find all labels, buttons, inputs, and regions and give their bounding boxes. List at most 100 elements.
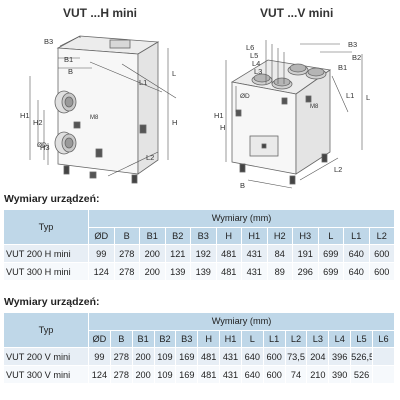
cell: 139 — [164, 262, 191, 281]
col-header: B1 — [131, 329, 155, 348]
col-header: B3 — [190, 226, 217, 245]
col-header: L1 — [343, 226, 370, 245]
col-header: B2 — [153, 329, 177, 348]
cell: 278 — [109, 347, 133, 366]
label-b2: B2 — [352, 53, 361, 62]
col-header: B1 — [139, 226, 166, 245]
cell: 99 — [88, 347, 111, 366]
col-header: L6 — [371, 329, 396, 348]
cell: 84 — [266, 244, 293, 263]
cell: 396 — [328, 347, 352, 366]
cell: 124 — [88, 365, 111, 384]
label-l1: L1 — [139, 78, 147, 87]
right-spigots — [251, 63, 327, 90]
typ-header: Typ — [3, 312, 89, 348]
cell: 204 — [306, 347, 330, 366]
label-h2: H2 — [33, 118, 43, 127]
cell: 278 — [113, 244, 140, 263]
label-m8: M8 — [310, 104, 319, 110]
cell: 526 — [350, 365, 373, 384]
dimensions-table-h: Typ Wymiary (mm) ØD B B1 B2 B3 H H1 H2 H… — [3, 209, 395, 281]
cell: 73,5 — [284, 347, 308, 366]
col-header: ØD — [88, 329, 111, 348]
cell: 640 — [240, 347, 264, 366]
left-unit-drawing — [29, 35, 177, 184]
cell: 699 — [317, 244, 344, 263]
cell: 296 — [292, 262, 319, 281]
cell: 192 — [190, 244, 217, 263]
dimensions-group-header: Wymiary (mm) — [88, 209, 395, 228]
col-header: L2 — [368, 226, 395, 245]
label-l3: L3 — [254, 67, 262, 76]
col-header: L2 — [284, 329, 308, 348]
label-l1: L1 — [346, 91, 354, 100]
col-header: B3 — [175, 329, 199, 348]
right-diagram-title: VUT ...V mini — [260, 6, 334, 20]
cell: 124 — [88, 262, 115, 281]
col-header: H — [215, 226, 242, 245]
cell: 431 — [241, 244, 268, 263]
model-name: VUT 200 V mini — [3, 347, 89, 366]
cell: 139 — [190, 262, 217, 281]
label-h: H — [220, 123, 225, 132]
label-l: L — [366, 93, 370, 102]
cell: 74 — [284, 365, 308, 384]
table-row: VUT 200 H mini 99 278 200 121 192 481 43… — [3, 244, 395, 263]
right-dimension-labels: L6 L5 L4 L3 B3 B2 B1 B L1 L L2 H1 H ØD M… — [214, 40, 370, 190]
col-header: B — [109, 329, 133, 348]
cell: 600 — [262, 365, 286, 384]
dimensions-group-header: Wymiary (mm) — [88, 312, 395, 331]
table-row: VUT 300 H mini 124 278 200 139 139 481 4… — [3, 262, 395, 281]
cell: 600 — [368, 262, 395, 281]
label-l2: L2 — [146, 153, 154, 162]
left-spigot-bottom — [54, 131, 77, 155]
cell: 191 — [292, 244, 319, 263]
label-b3: B3 — [348, 40, 357, 49]
left-spigot-top — [54, 90, 77, 114]
cell: 200 — [139, 262, 166, 281]
col-header: L — [317, 226, 344, 245]
cell: 600 — [368, 244, 395, 263]
cell: 481 — [197, 365, 221, 384]
cell: 121 — [164, 244, 191, 263]
col-header: B2 — [164, 226, 191, 245]
col-header: L — [240, 329, 264, 348]
label-h: H — [172, 118, 177, 127]
cell: 200 — [131, 347, 155, 366]
cell: 699 — [317, 262, 344, 281]
label-od: ØD — [37, 142, 47, 149]
dimensions-table-v: Typ Wymiary (mm) ØD B B1 B2 B3 H H1 L L1… — [3, 312, 396, 384]
cell: 109 — [153, 365, 177, 384]
label-od: ØD — [240, 93, 250, 100]
right-unit-drawing — [225, 40, 363, 189]
cell: 640 — [240, 365, 264, 384]
cell: 640 — [343, 262, 370, 281]
cell: 278 — [113, 262, 140, 281]
label-l4: L4 — [252, 59, 260, 68]
cell: 169 — [175, 365, 199, 384]
label-m8: M8 — [90, 115, 99, 121]
label-b: B — [68, 67, 73, 76]
model-name: VUT 300 V mini — [3, 365, 89, 384]
cell: 109 — [153, 347, 177, 366]
cell — [371, 365, 396, 384]
col-header: H1 — [241, 226, 268, 245]
model-name: VUT 300 H mini — [3, 262, 89, 281]
cell: 169 — [175, 347, 199, 366]
label-l2: L2 — [334, 165, 342, 174]
typ-header: Typ — [3, 209, 89, 245]
section1-title: Wymiary urządzeń: — [4, 193, 100, 205]
cell: 210 — [306, 365, 330, 384]
col-header: L1 — [262, 329, 286, 348]
col-header: H — [197, 329, 221, 348]
col-header: L4 — [328, 329, 352, 348]
cell: 431 — [241, 262, 268, 281]
col-header: L3 — [306, 329, 330, 348]
cell: 99 — [88, 244, 115, 263]
cell: 640 — [343, 244, 370, 263]
cell: 89 — [266, 262, 293, 281]
drawings-svg: B3 B1 B L1 L H1 H2 H3 H L2 ØD M8 — [20, 35, 370, 190]
col-header: H1 — [219, 329, 242, 348]
cell: 200 — [139, 244, 166, 263]
cell: 431 — [219, 365, 242, 384]
